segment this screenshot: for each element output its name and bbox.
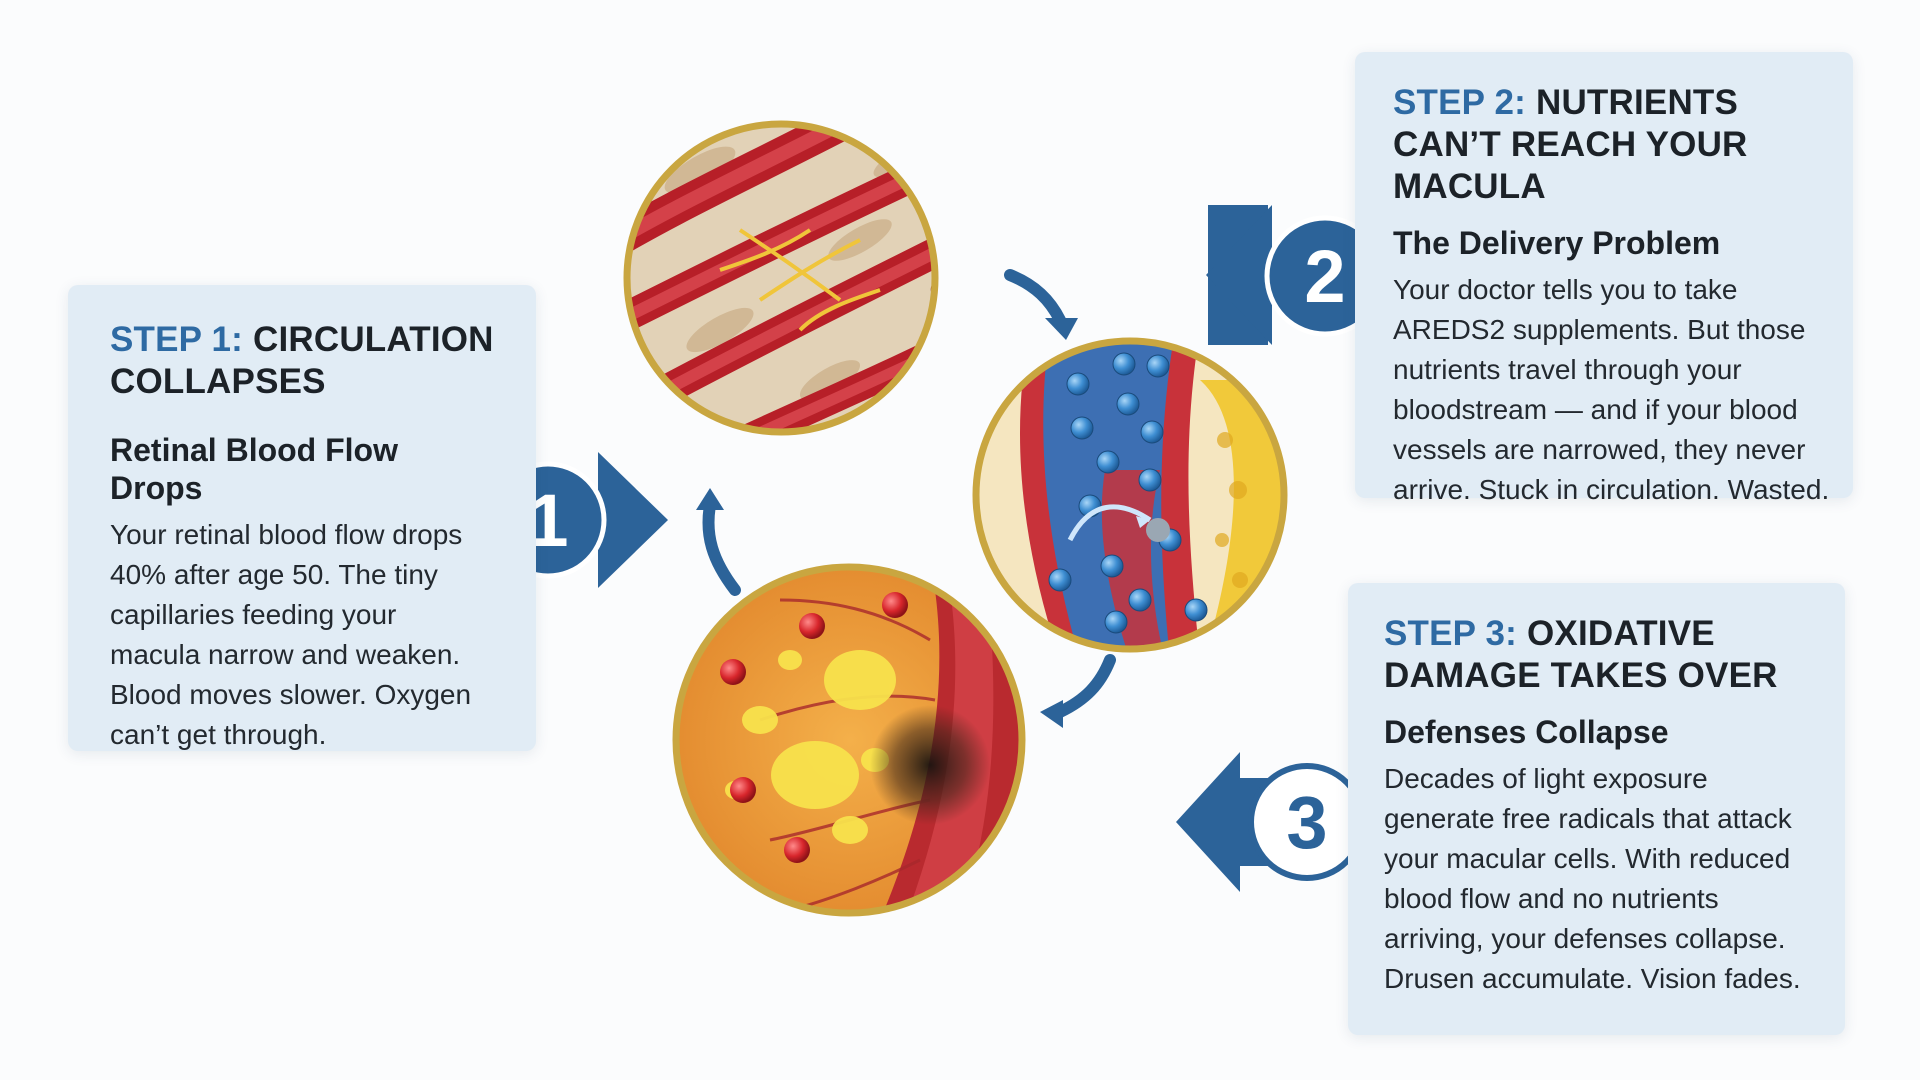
step-3-subtitle: Defenses Collapse [1384,714,1669,750]
step-2-arrow-icon [1206,205,1272,345]
step-2-marker: 2 [1206,205,1386,345]
step-1-subtitle: Retinal Blood Flow Drops [110,432,398,506]
arrowhead-a-to-b [1045,318,1078,340]
step-3-card: STEP 3: OXIDATIVE DAMAGE TAKES OVER Defe… [1348,583,1845,1035]
step-1-card: STEP 1: CIRCULATION COLLAPSES Retinal Bl… [68,285,536,751]
capillaries-illustration: O₂ [623,120,939,436]
step-1-label: STEP 1: [110,320,244,359]
step-2-label: STEP 2: [1393,83,1527,122]
arrowhead-b-to-c [1040,700,1063,728]
step-3-arrow-icon [1176,752,1240,892]
step-3-title: STEP 3: OXIDATIVE DAMAGE TAKES OVER [1384,613,1825,697]
step-3-number: 3 [1286,781,1327,864]
step-3-heading: OXIDATIVE DAMAGE TAKES OVER [1384,614,1778,695]
step-1-body: Your retinal blood flow drops 40% after … [110,519,472,750]
step-2-card: STEP 2: NUTRIENTS CAN’T REACH YOUR MACUL… [1355,52,1853,505]
step-2-number: 2 [1304,235,1345,318]
cycle-arrow-a-to-b [1004,269,1066,326]
step-2-body: Your doctor tells you to take AREDS2 sup… [1393,274,1830,505]
step-3-label: STEP 3: [1384,614,1518,653]
step-2-title: STEP 2: NUTRIENTS CAN’T REACH YOUR MACUL… [1393,82,1833,208]
arrowhead-c-to-a [696,488,724,510]
cycle-arrow-c-to-a [702,499,741,596]
oxidative-damage-illustration [672,563,1026,917]
step-1-title: STEP 1: CIRCULATION COLLAPSES [110,319,494,403]
nutrient-delivery-illustration [972,337,1288,653]
cycle-arrow-b-to-c [1054,654,1116,718]
cycle-arrows [702,269,1116,718]
step-2-heading: NUTRIENTS CAN’T REACH YOUR MACULA [1393,83,1748,206]
step-1-heading: CIRCULATION COLLAPSES [110,320,494,401]
step-2-subtitle: The Delivery Problem [1393,225,1721,261]
step-3-body: Decades of light exposure generate free … [1384,763,1801,994]
step-1-arrow-icon [598,452,668,588]
step-3-marker: 3 [1176,752,1366,892]
